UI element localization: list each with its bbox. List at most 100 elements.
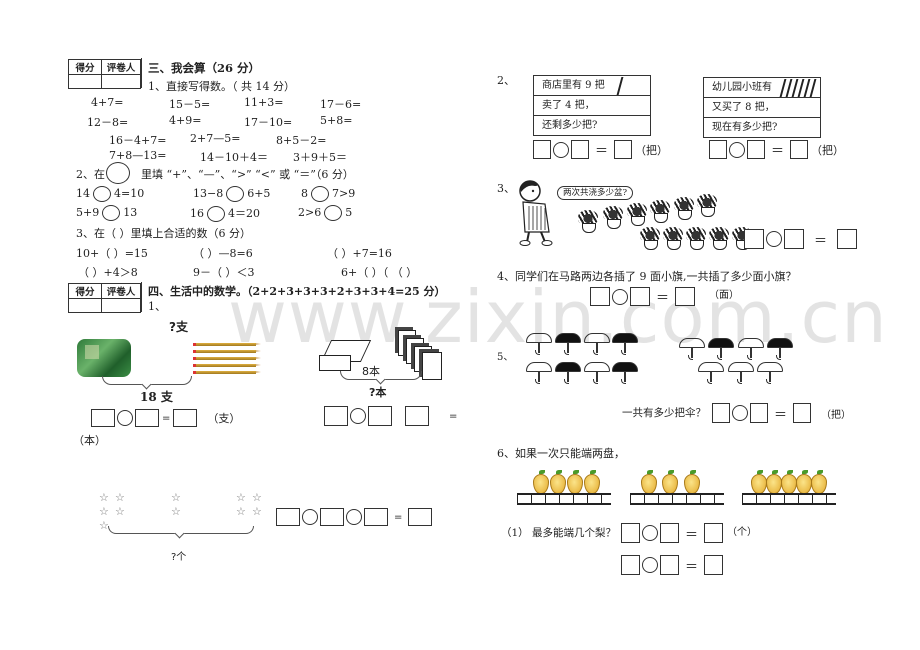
answer-circle[interactable] bbox=[93, 186, 111, 202]
equation-r-q3: ＝ bbox=[744, 229, 858, 249]
equation-r-q2b: ＝ （把） bbox=[709, 140, 844, 159]
operator-circle[interactable] bbox=[302, 509, 318, 525]
pear-icon bbox=[567, 470, 583, 494]
answer-box[interactable] bbox=[91, 409, 115, 427]
q3-item[interactable]: 10+（ ）=15 bbox=[76, 247, 148, 260]
pear-icon bbox=[684, 470, 700, 494]
answer-box[interactable] bbox=[590, 287, 610, 306]
answer-box[interactable] bbox=[660, 555, 679, 575]
potted-plant-icon bbox=[627, 203, 647, 226]
answer-box[interactable] bbox=[744, 229, 764, 249]
umbrella-white-icon bbox=[728, 362, 754, 384]
potted-plant-icon bbox=[640, 227, 660, 250]
section3-title: 三、我会算（26 分） bbox=[148, 61, 261, 75]
s4-q1-label: 1、 bbox=[148, 300, 166, 313]
answer-box[interactable] bbox=[712, 403, 730, 423]
umbrella-black-icon bbox=[612, 362, 638, 384]
q3-item[interactable]: 6+（ ）（ （ ） bbox=[341, 266, 418, 279]
answer-box[interactable] bbox=[320, 508, 344, 526]
answer-circle-example bbox=[106, 162, 130, 184]
grader-cell[interactable] bbox=[101, 298, 141, 313]
q3-item[interactable]: （ ）+7=16 bbox=[327, 247, 392, 260]
equation-r-q6b: ＝ bbox=[621, 555, 724, 575]
answer-box[interactable] bbox=[405, 406, 429, 426]
answer-box[interactable] bbox=[368, 406, 392, 426]
word-problem-line: 还剩多少把? bbox=[542, 120, 598, 131]
answer-box[interactable] bbox=[408, 508, 433, 526]
answer-box[interactable] bbox=[276, 508, 300, 526]
answer-box[interactable] bbox=[750, 403, 768, 423]
operator-circle[interactable] bbox=[766, 231, 782, 247]
umbrella-black-icon bbox=[555, 333, 581, 355]
answer-box[interactable] bbox=[621, 555, 640, 575]
r-q6-sub1: （1） 最多能端几个梨？ bbox=[501, 527, 617, 539]
r-q3-label: 3、 bbox=[497, 182, 515, 195]
q3-item[interactable]: （ ）+4＞8 bbox=[78, 266, 138, 279]
pear-icon bbox=[781, 470, 797, 494]
answer-circle[interactable] bbox=[207, 206, 225, 222]
answer-box[interactable] bbox=[709, 140, 727, 159]
operator-circle[interactable] bbox=[642, 557, 658, 573]
q1-item: 8+5－2= bbox=[276, 134, 327, 147]
umbrella-white-icon bbox=[679, 338, 705, 360]
unit-label: （把） bbox=[635, 143, 669, 157]
umbrella-black-icon bbox=[708, 338, 734, 360]
answer-box[interactable] bbox=[704, 555, 724, 575]
q1-item: 17－10= bbox=[244, 116, 293, 129]
operator-circle[interactable] bbox=[553, 141, 569, 158]
potted-plant-icon bbox=[603, 206, 623, 229]
grader-cell[interactable] bbox=[101, 74, 141, 89]
star-icon: ☆ bbox=[252, 491, 262, 504]
word-problem-line: 现在有多少把? bbox=[712, 122, 778, 133]
answer-box[interactable] bbox=[533, 140, 551, 159]
umbrella-white-icon bbox=[526, 333, 552, 355]
answer-box[interactable] bbox=[837, 229, 858, 249]
pear-icon bbox=[766, 470, 782, 494]
operator-circle[interactable] bbox=[117, 410, 133, 426]
score-cell[interactable] bbox=[68, 74, 102, 89]
answer-circle[interactable] bbox=[102, 205, 121, 221]
r-q6-label: 6、如果一次只能端两盘， bbox=[497, 447, 625, 460]
answer-box[interactable] bbox=[747, 140, 765, 159]
q1-item: 12－8= bbox=[87, 116, 129, 129]
answer-box[interactable] bbox=[784, 229, 804, 249]
answer-circle[interactable] bbox=[311, 186, 329, 202]
unit-label: （支） bbox=[207, 412, 241, 425]
answer-box[interactable] bbox=[324, 406, 348, 426]
operator-circle[interactable] bbox=[732, 405, 748, 421]
answer-box[interactable] bbox=[614, 140, 633, 159]
q3-item[interactable]: 9－（ ）＜3 bbox=[193, 266, 255, 279]
operator-circle[interactable] bbox=[346, 509, 362, 525]
answer-box[interactable] bbox=[364, 508, 388, 526]
q1-item: 3＋9＋5＝ bbox=[293, 151, 347, 164]
books-total-label: ?本 bbox=[369, 386, 387, 399]
answer-box[interactable] bbox=[173, 409, 198, 427]
answer-box[interactable] bbox=[675, 287, 696, 306]
operator-circle[interactable] bbox=[612, 288, 628, 305]
equation-r-q2a: ＝ （把） bbox=[533, 140, 668, 159]
stars-total-label: ?个 bbox=[171, 552, 187, 563]
q3-item[interactable]: （ ）—8=6 bbox=[193, 247, 253, 260]
tray-plate bbox=[630, 493, 724, 505]
word-problem-line: 卖了 4 把， bbox=[534, 96, 650, 116]
umbrella-white-icon bbox=[738, 338, 764, 360]
r-q5-label: 5、 bbox=[497, 352, 514, 363]
potted-plant-icon bbox=[697, 194, 717, 217]
answer-box[interactable] bbox=[135, 409, 159, 427]
pencils-total-label: 18 支 bbox=[140, 390, 173, 404]
answer-box[interactable] bbox=[630, 287, 650, 306]
potted-plant-icon bbox=[663, 227, 683, 250]
answer-box[interactable] bbox=[571, 140, 589, 159]
answer-box[interactable] bbox=[793, 403, 812, 423]
operator-circle[interactable] bbox=[642, 525, 658, 541]
answer-box[interactable] bbox=[704, 523, 724, 543]
answer-circle[interactable] bbox=[324, 205, 343, 221]
score-cell[interactable] bbox=[68, 298, 102, 313]
answer-box[interactable] bbox=[660, 523, 679, 543]
answer-box[interactable] bbox=[621, 523, 640, 543]
operator-circle[interactable] bbox=[729, 141, 745, 158]
answer-circle[interactable] bbox=[226, 186, 245, 202]
operator-circle[interactable] bbox=[350, 408, 366, 424]
answer-box[interactable] bbox=[790, 140, 809, 159]
